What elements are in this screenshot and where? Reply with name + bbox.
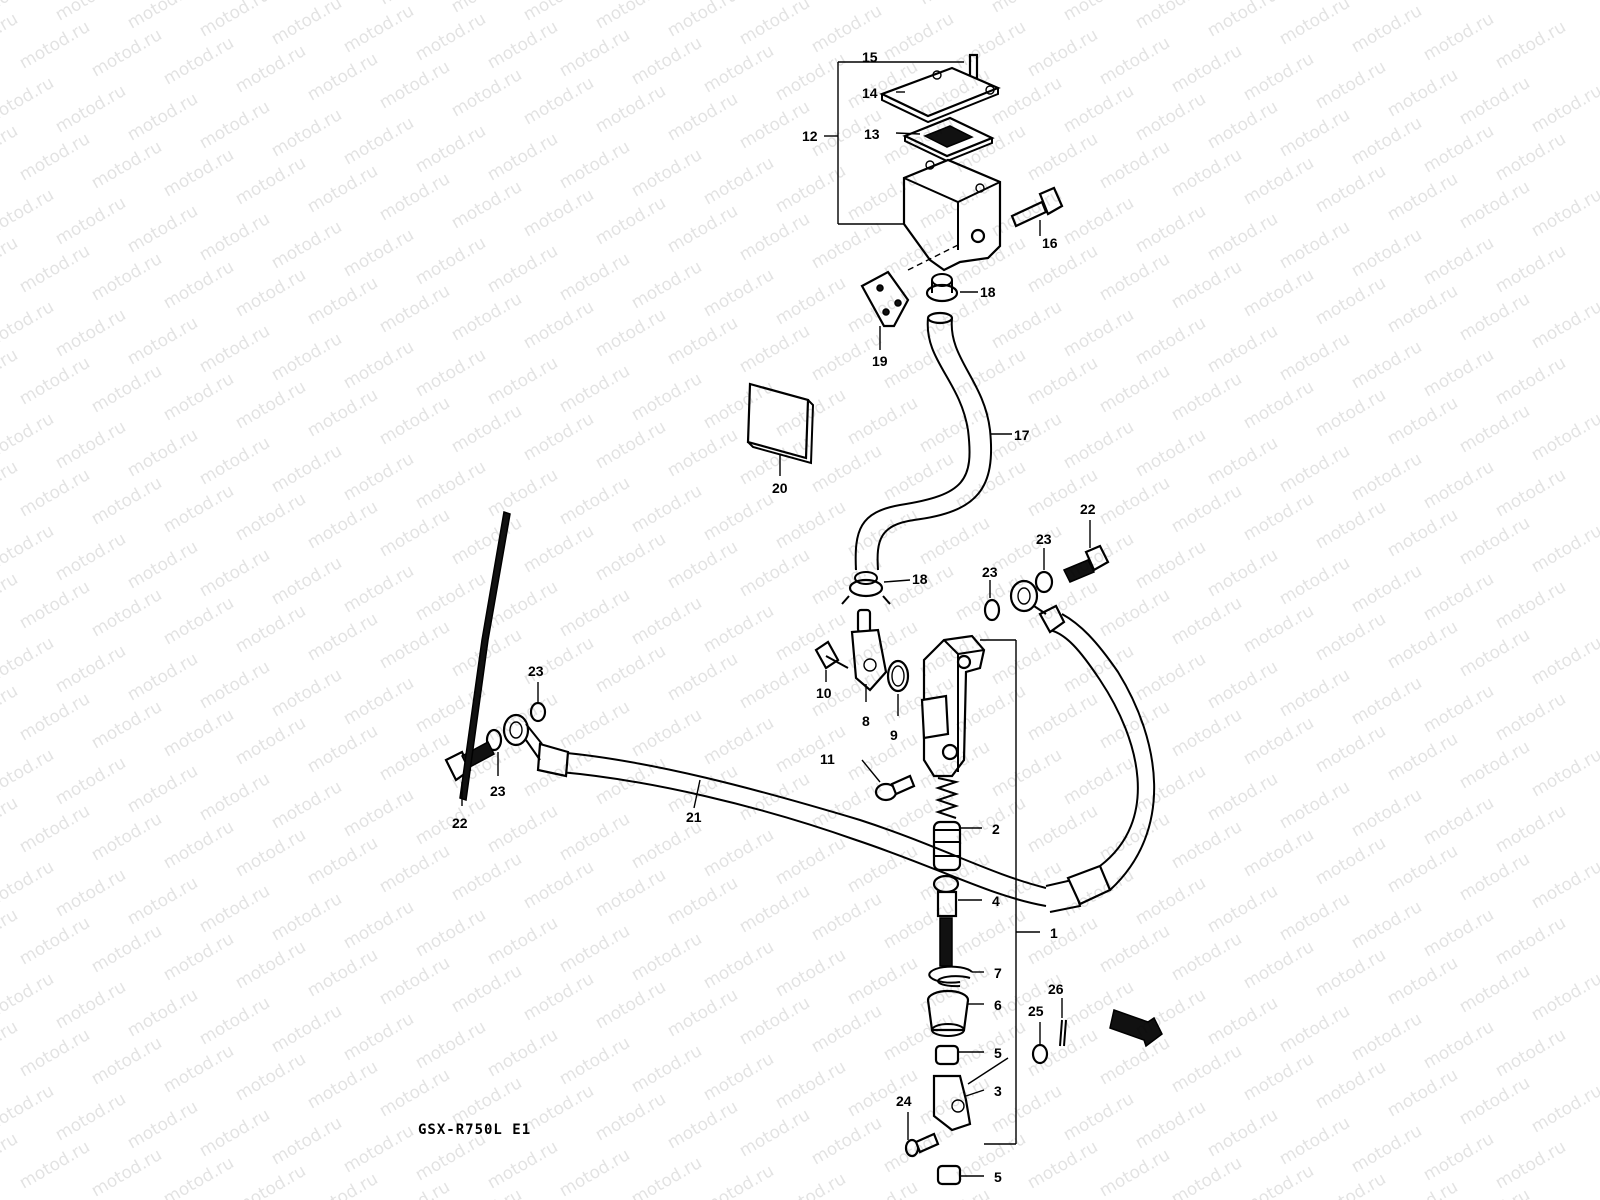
- frame-bracket: [459, 511, 511, 801]
- callout-20: 20: [772, 480, 788, 496]
- hose-clamp-upper: [925, 273, 959, 303]
- callout-11: 11: [820, 751, 835, 767]
- front-arrow-icon: [1109, 1009, 1163, 1048]
- callout-18-lower: 18: [912, 571, 928, 587]
- lock-nut-lower: [936, 1164, 962, 1186]
- callout-19: 19: [872, 353, 888, 369]
- clevis: [932, 1074, 972, 1132]
- callout-10: 10: [816, 685, 832, 701]
- sealing-washer-left-outer: [529, 701, 547, 723]
- callout-16: 16: [1042, 235, 1058, 251]
- reservoir-tank: [902, 158, 1002, 272]
- callout-26: 26: [1048, 981, 1064, 997]
- mounting-bolt: [874, 774, 916, 802]
- callout-25: 25: [1028, 1003, 1044, 1019]
- callout-4: 4: [992, 893, 1000, 909]
- connector-screw: [814, 640, 849, 670]
- sealing-washer-right-a: [983, 598, 1001, 622]
- callout-17: 17: [1014, 427, 1030, 443]
- connector-o-ring: [886, 659, 910, 693]
- callout-23-left-outer: 23: [528, 663, 544, 679]
- master-cylinder-body: [920, 634, 986, 778]
- sealing-washer-left-inner: [485, 728, 503, 752]
- leader-lines: [461, 61, 1091, 1177]
- callout-8: 8: [862, 713, 870, 729]
- hose-clamp-lower: [841, 571, 891, 605]
- callout-9: 9: [890, 727, 898, 743]
- reservoir-cap: [879, 66, 1001, 124]
- callout-14: 14: [862, 85, 878, 101]
- callout-6: 6: [994, 997, 1002, 1013]
- callout-2: 2: [992, 821, 1000, 837]
- callout-21: 21: [686, 809, 702, 825]
- callout-12: 12: [802, 128, 818, 144]
- dust-boot: [926, 989, 970, 1037]
- union-bolt-right: [1062, 544, 1110, 583]
- callout-5-lower: 5: [994, 1169, 1002, 1185]
- model-code: GSX-R750L E1: [418, 1122, 532, 1138]
- callout-23-right-b: 23: [1036, 531, 1052, 547]
- reservoir-diaphragm: [902, 116, 995, 163]
- reservoir-hose: [854, 311, 992, 571]
- callout-7: 7: [994, 965, 1002, 981]
- washer: [1031, 1043, 1049, 1065]
- hose-connector: [850, 608, 888, 692]
- banjo-fitting-left: [502, 713, 543, 761]
- callout-24: 24: [896, 1093, 912, 1109]
- caution-label: [746, 382, 815, 465]
- callout-3: 3: [994, 1083, 1002, 1099]
- callout-5-upper: 5: [994, 1045, 1002, 1061]
- push-rod: [932, 874, 960, 967]
- banjo-fitting-right: [1009, 579, 1047, 615]
- callout-23-right-a: 23: [982, 564, 998, 580]
- callout-13: 13: [864, 126, 880, 142]
- clevis-pin: [904, 1132, 940, 1158]
- lock-nut-upper: [934, 1044, 960, 1066]
- circlip: [928, 965, 973, 988]
- sealing-washer-right-b: [1034, 570, 1054, 594]
- reservoir-plate: [860, 270, 910, 328]
- callout-23-left-inner: 23: [490, 783, 506, 799]
- callout-15: 15: [862, 49, 878, 65]
- reservoir-bolt: [1010, 186, 1064, 228]
- callout-22-right: 22: [1080, 501, 1096, 517]
- callout-1: 1: [1050, 925, 1058, 941]
- spring-piston: [932, 777, 962, 872]
- cotter-pin: [1059, 1019, 1067, 1047]
- brake-hose: [536, 604, 1156, 913]
- callout-18-upper: 18: [980, 284, 996, 300]
- callout-22-left: 22: [452, 815, 468, 831]
